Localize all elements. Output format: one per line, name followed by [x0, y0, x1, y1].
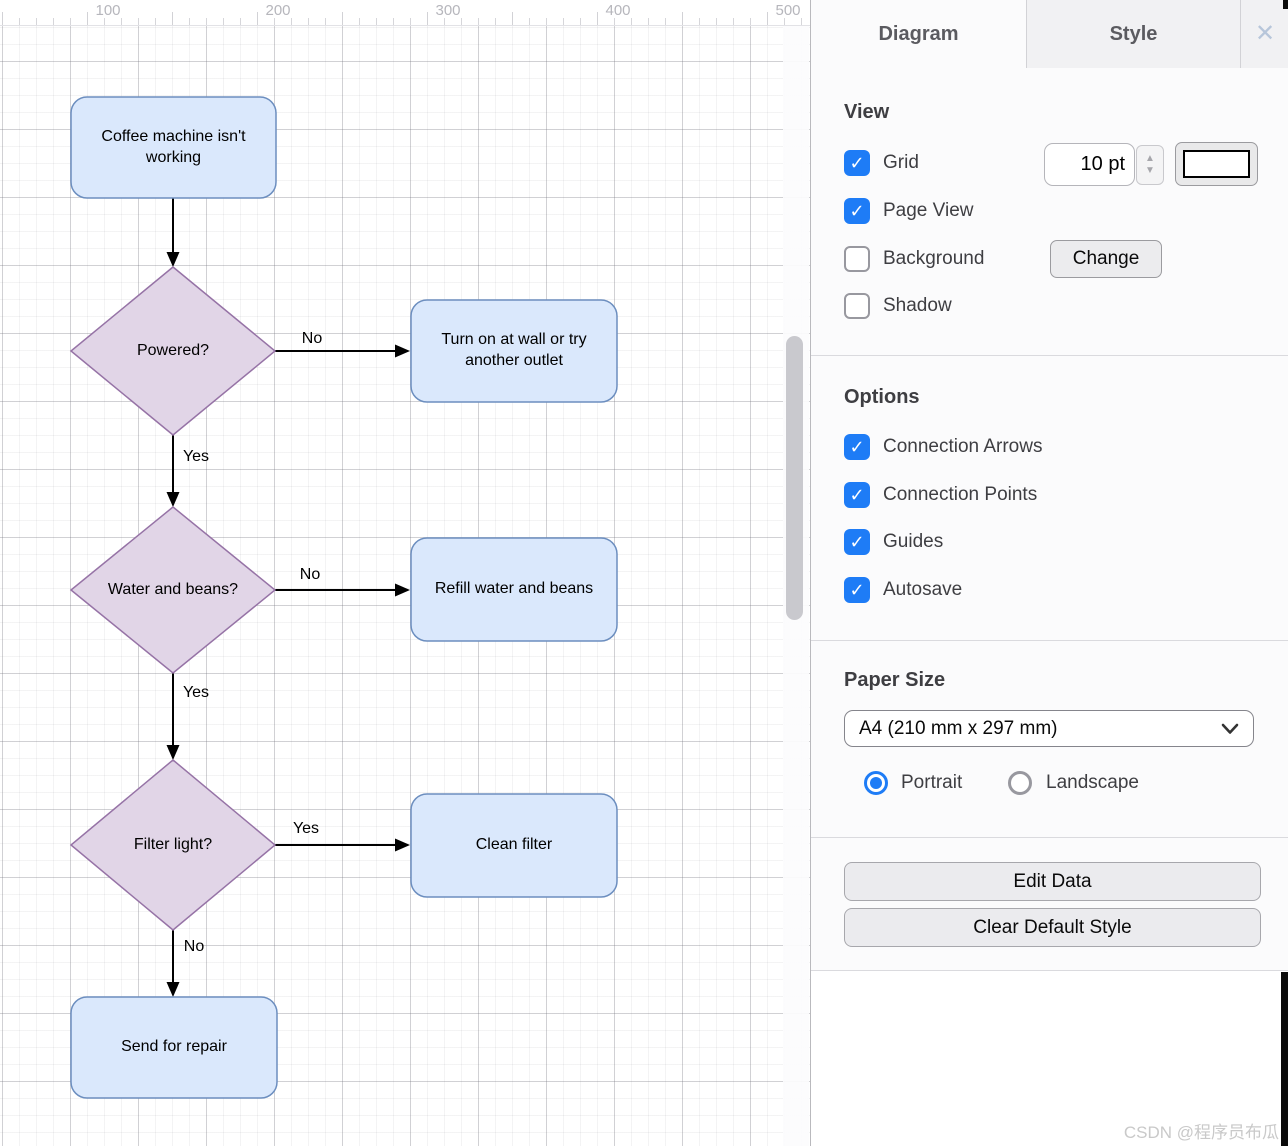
node-label: Water and beans? — [107, 580, 239, 598]
paper-size-heading: Paper Size — [844, 669, 946, 691]
grid-size-input[interactable]: 10 pt — [1044, 143, 1135, 186]
guides-label: Guides — [883, 531, 944, 552]
ruler-mark: 400 — [605, 2, 631, 19]
guides-checkbox[interactable] — [844, 529, 870, 555]
grid-size-stepper: ▲ ▼ — [1136, 145, 1164, 185]
edge-label[interactable]: No — [183, 938, 205, 955]
arrowhead-icon — [395, 583, 410, 597]
paper-size-select[interactable]: A4 (210 mm x 297 mm) — [844, 710, 1254, 747]
ruler-mark: 500 — [775, 2, 801, 19]
landscape-radio[interactable] — [1008, 771, 1032, 795]
vertical-scrollbar-thumb[interactable] — [786, 336, 803, 620]
section-divider — [811, 970, 1288, 971]
node-send-repair[interactable] — [70, 996, 278, 1099]
connection-arrows-label: Connection Arrows — [883, 436, 1043, 457]
node-label: Clean filter — [475, 836, 553, 854]
close-icon[interactable]: ✕ — [1254, 20, 1276, 47]
autosave-checkbox[interactable] — [844, 577, 870, 603]
arrowhead-icon — [166, 252, 180, 267]
panel-bottom-area: CSDN @程序员布瓜 — [811, 971, 1288, 1146]
paper-size-value: A4 (210 mm x 297 mm) — [859, 717, 1058, 739]
node-filter-light[interactable] — [69, 759, 277, 931]
diagram-canvas[interactable]: 100 200 300 400 500 — [0, 0, 810, 1146]
node-label: Powered? — [136, 341, 210, 359]
background-label: Background — [883, 248, 985, 269]
vertical-scrollbar-track[interactable] — [783, 26, 809, 1146]
chevron-down-icon — [1221, 723, 1239, 734]
landscape-label: Landscape — [1046, 772, 1139, 793]
node-label: Send for repair — [121, 1038, 227, 1056]
connection-arrows-checkbox[interactable] — [844, 434, 870, 460]
tab-diagram[interactable]: Diagram — [811, 0, 1026, 68]
connection-points-checkbox[interactable] — [844, 482, 870, 508]
background-checkbox[interactable] — [844, 246, 870, 272]
section-divider — [811, 355, 1288, 356]
edit-data-button[interactable]: Edit Data — [844, 862, 1261, 901]
ruler-mark: 300 — [435, 2, 461, 19]
portrait-label: Portrait — [901, 772, 963, 793]
autosave-label: Autosave — [883, 579, 963, 600]
node-start[interactable] — [70, 96, 277, 199]
tab-style[interactable]: Style — [1026, 0, 1241, 68]
edge-label[interactable]: Yes — [292, 820, 320, 837]
node-label: Refill water and beans — [434, 580, 594, 598]
shadow-checkbox[interactable] — [844, 293, 870, 319]
arrowhead-icon — [395, 344, 410, 358]
grid-checkbox[interactable] — [844, 150, 870, 176]
arrowhead-icon — [166, 492, 180, 507]
page-view-label: Page View — [883, 200, 974, 221]
node-clean-filter[interactable] — [410, 793, 618, 898]
ruler-mark: 200 — [265, 2, 291, 19]
node-turn-on[interactable] — [410, 299, 618, 403]
ruler-mark: 100 — [95, 2, 121, 19]
stepper-down-icon[interactable]: ▼ — [1145, 165, 1155, 176]
view-heading: View — [844, 101, 890, 123]
shadow-label: Shadow — [883, 295, 952, 316]
ruler-major-ticks — [0, 12, 810, 25]
page-view-checkbox[interactable] — [844, 198, 870, 224]
edge-label[interactable]: Yes — [182, 448, 210, 465]
edge-label[interactable]: No — [299, 566, 321, 583]
node-water-beans[interactable] — [69, 506, 277, 674]
portrait-radio[interactable] — [864, 771, 888, 795]
change-background-button[interactable]: Change — [1050, 240, 1162, 278]
arrowhead-icon — [166, 745, 180, 760]
node-powered[interactable] — [69, 266, 277, 436]
connection-points-label: Connection Points — [883, 484, 1038, 505]
flowchart-layer — [69, 96, 618, 1099]
panel-close-area: ✕ — [1241, 0, 1288, 68]
arrowhead-icon — [166, 982, 180, 997]
node-label: Filter light? — [133, 835, 213, 853]
node-refill[interactable] — [410, 537, 618, 642]
options-heading: Options — [844, 386, 920, 408]
format-tabbar: Diagram Style ✕ — [811, 0, 1288, 68]
grid-label: Grid — [883, 152, 919, 173]
screen-edge-artifact — [1281, 972, 1288, 1146]
grid-color-button[interactable] — [1175, 142, 1258, 186]
horizontal-ruler: 100 200 300 400 500 — [0, 0, 810, 26]
stepper-up-icon[interactable]: ▲ — [1145, 153, 1155, 164]
edge-label[interactable]: Yes — [182, 684, 210, 701]
section-divider — [811, 837, 1288, 838]
node-label: Coffee machine isn't working — [101, 127, 246, 166]
node-label: Turn on at wall or try another outlet — [441, 331, 587, 369]
arrowhead-icon — [395, 838, 410, 852]
grid-color-swatch — [1183, 150, 1250, 178]
clear-default-style-button[interactable]: Clear Default Style — [844, 908, 1261, 947]
section-divider — [811, 640, 1288, 641]
format-panel: Diagram Style ✕ View Grid 10 pt ▲ ▼ Page… — [810, 0, 1288, 1146]
edge-label[interactable]: No — [301, 330, 323, 347]
screen-edge-artifact — [1283, 0, 1288, 9]
watermark-text: CSDN @程序员布瓜 — [1123, 1123, 1279, 1142]
